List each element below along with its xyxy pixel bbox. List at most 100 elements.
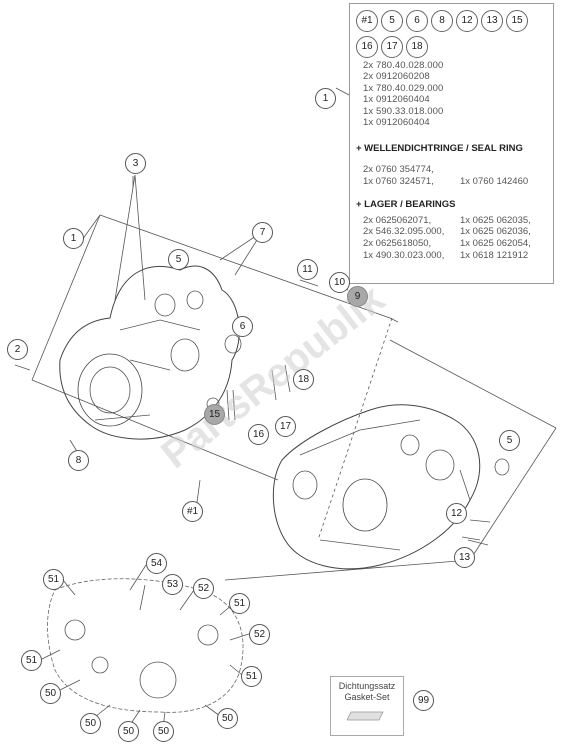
chip-13: 13: [481, 10, 503, 32]
callout-50[interactable]: 50: [80, 713, 101, 734]
assembly-frame-line: [31, 379, 279, 481]
case-rib: [299, 419, 471, 551]
callout-51[interactable]: 51: [229, 593, 250, 614]
callout-16[interactable]: 16: [248, 424, 269, 445]
callout-1-box[interactable]: 1: [315, 88, 336, 109]
callout-2[interactable]: 2: [7, 339, 28, 360]
bearing-seat: [400, 434, 420, 456]
callout-1[interactable]: 1: [63, 228, 84, 249]
crankcase-right-half: [272, 404, 481, 570]
callout-51[interactable]: 51: [21, 650, 42, 671]
callout-52[interactable]: 52: [249, 624, 270, 645]
callout-17[interactable]: 17: [275, 416, 296, 437]
gasket-set-label-de: Dichtungssatz: [338, 681, 396, 691]
seal-ring-line: 1x 0760 142460: [460, 176, 529, 187]
case-rib: [94, 319, 201, 421]
chip-18: 18: [406, 36, 428, 58]
assembly-frame-line: [99, 214, 399, 323]
chip-6: 6: [406, 10, 428, 32]
bearing-line: 1x 490.30.023.000,: [363, 250, 445, 261]
callout-50[interactable]: 50: [40, 683, 61, 704]
bearing-seat: [186, 290, 204, 310]
screw-13: [467, 539, 489, 546]
assembly-frame-line: [224, 559, 471, 581]
callout-13[interactable]: 13: [454, 547, 475, 568]
callout-8[interactable]: 8: [68, 450, 89, 471]
crankshaft-bore: [77, 353, 143, 427]
callout-7[interactable]: 7: [252, 222, 273, 243]
dowel-pin-16: [226, 389, 236, 421]
screw-2: [14, 364, 31, 371]
included-parts-chips: #1 5 6 8 12 13 15 16 17 18: [356, 10, 552, 58]
kit-line: 1x 0912060404: [363, 117, 430, 129]
seal-ring-line: 2x 0760 354774,: [363, 164, 434, 175]
gasket-ring: [91, 656, 109, 674]
gasket-set-label-en: Gasket-Set: [344, 692, 390, 702]
dowel-pin-18: [284, 364, 291, 393]
bearing-seat: [170, 338, 200, 372]
chip-12: 12: [456, 10, 478, 32]
kit-line: 2x 0912060208: [363, 71, 430, 83]
callout-99[interactable]: 99: [413, 690, 434, 711]
callout-6[interactable]: 6: [232, 316, 253, 337]
gasket-set-box: Dichtungssatz Gasket-Set: [330, 676, 404, 736]
callout-51[interactable]: 51: [241, 666, 262, 687]
chip-#1: #1: [356, 10, 378, 32]
callout-5[interactable]: 5: [499, 430, 520, 451]
kit-line: 1x 590.33.018.000: [363, 105, 444, 117]
callout-11[interactable]: 11: [297, 259, 318, 280]
assembly-frame-line: [389, 339, 557, 429]
bearing-line: 1x 0625 062036,: [460, 226, 531, 237]
callout-set-1[interactable]: #1: [182, 501, 203, 522]
kit-line: 1x 0912060404: [363, 94, 430, 106]
gasket-outline: [47, 578, 244, 713]
leader-line: [114, 174, 146, 301]
callout-15[interactable]: 15: [204, 404, 225, 425]
callout-50[interactable]: 50: [217, 708, 238, 729]
bearing-seat: [154, 293, 176, 317]
leader-line: [461, 536, 481, 541]
gasket-brand-logo: [346, 711, 384, 721]
chip-17: 17: [381, 36, 403, 58]
seal-ring-heading: + WELLENDICHTRINGE / SEAL RING: [356, 143, 523, 154]
assembly-frame-line: [469, 427, 557, 561]
callout-54[interactable]: 54: [146, 553, 167, 574]
leader-line: [81, 214, 101, 241]
gasket-ring: [139, 661, 177, 699]
gasket-ring: [197, 624, 219, 646]
cylinder-bore: [342, 478, 388, 532]
kit-line: 2x 780.40.028.000: [363, 60, 444, 71]
callout-53[interactable]: 53: [162, 574, 183, 595]
crankshaft-bore-inner: [89, 366, 131, 414]
screw-12: [469, 519, 491, 523]
bearing-line: 2x 546.32.095.000,: [363, 226, 445, 237]
callout-10[interactable]: 10: [329, 272, 350, 293]
callout-12[interactable]: 12: [446, 503, 467, 524]
leader-line: [335, 87, 350, 96]
callout-51[interactable]: 51: [43, 569, 64, 590]
bearing-line: 2x 0625618050,: [363, 238, 432, 249]
callout-9[interactable]: 9: [347, 286, 368, 307]
kit-line: 1x 780.40.029.000: [363, 82, 444, 94]
callout-50[interactable]: 50: [118, 721, 139, 742]
callout-18[interactable]: 18: [293, 369, 314, 390]
callout-5[interactable]: 5: [168, 249, 189, 270]
callout-50[interactable]: 50: [153, 721, 174, 742]
chip-16: 16: [356, 36, 378, 58]
bearing-line: 1x 0625 062035,: [460, 215, 531, 226]
assembly-frame-line: [31, 214, 101, 381]
dowel-pin-17: [271, 369, 277, 401]
chip-15: 15: [506, 10, 528, 32]
chip-8: 8: [431, 10, 453, 32]
bearing-seat: [425, 449, 455, 481]
bearing-seat: [292, 470, 318, 500]
bearing-part-6: [224, 334, 242, 354]
bearings-heading: + LAGER / BEARINGS: [356, 199, 456, 210]
parts-info-box: #1 5 6 8 12 13 15 16 17 18 2x 780.40.028…: [349, 3, 554, 284]
bearing-line: 1x 0618 121912: [460, 250, 529, 261]
chip-5: 5: [381, 10, 403, 32]
kit-part-list: 2x 780.40.028.000 2x 0912060208 1x 780.4…: [363, 60, 443, 128]
callout-3[interactable]: 3: [125, 153, 146, 174]
callout-52[interactable]: 52: [193, 578, 214, 599]
